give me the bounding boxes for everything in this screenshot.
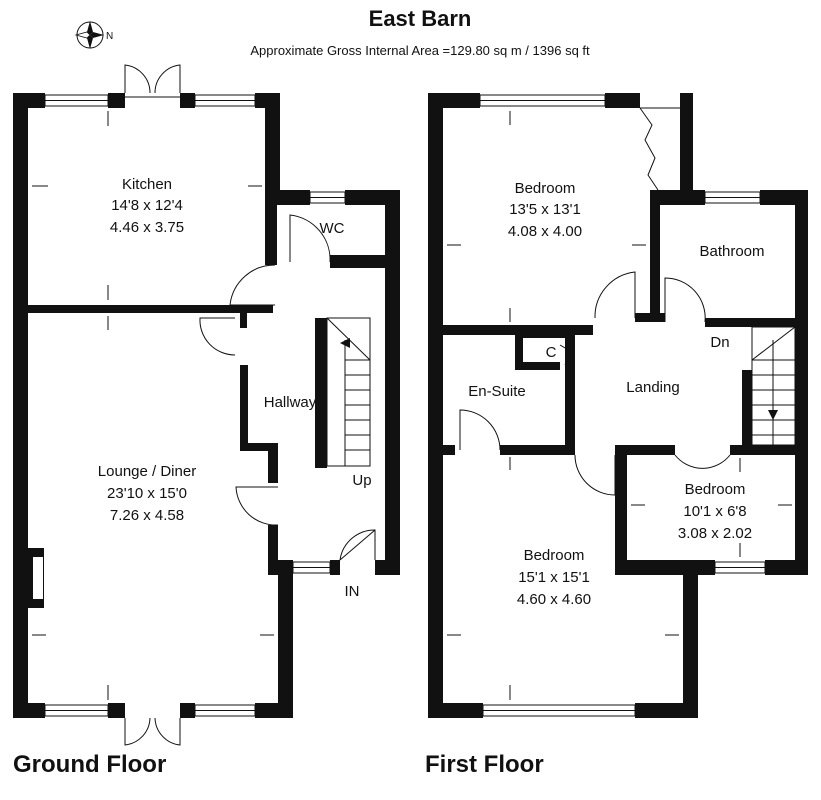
- bedroom-rear-name: Bedroom: [515, 180, 576, 197]
- entrance-label: IN: [345, 583, 360, 600]
- ground-stairs: [326, 317, 371, 467]
- ground-floor-title: Ground Floor: [13, 751, 166, 778]
- cupboard-label: C: [546, 344, 557, 361]
- wc-name: WC: [320, 220, 345, 237]
- bedroom-front-name: Bedroom: [524, 547, 585, 564]
- wc-door: [289, 214, 331, 263]
- plan-title: East Barn: [369, 6, 472, 31]
- ensuite-name: En-Suite: [468, 383, 526, 400]
- landing-name: Landing: [626, 379, 679, 396]
- bedroom-small-imperial: 10'1 x 6'8: [683, 503, 746, 520]
- kitchen-metric: 4.46 x 3.75: [110, 219, 184, 236]
- bedroom-rear-metric: 4.08 x 4.00: [508, 223, 582, 240]
- lounge-imperial: 23'10 x 15'0: [107, 485, 187, 502]
- lounge-metric: 7.26 x 4.58: [110, 507, 184, 524]
- bedroom-rear-imperial: 13'5 x 13'1: [509, 201, 581, 218]
- first-floor-title: First Floor: [425, 751, 544, 778]
- kitchen-imperial: 14'8 x 12'4: [111, 197, 183, 214]
- compass-icon: [74, 21, 104, 49]
- lounge-name: Lounge / Diner: [98, 463, 196, 480]
- bedroom-small-metric: 3.08 x 2.02: [678, 525, 752, 542]
- hallway-name: Hallway: [264, 394, 317, 411]
- stairs-down-label: Dn: [710, 334, 729, 351]
- kitchen-name: Kitchen: [122, 176, 172, 193]
- first-floor-plan: Bedroom 13'5 x 13'1 4.08 x 4.00 Bathroom…: [425, 93, 808, 778]
- bedroom-small-name: Bedroom: [685, 481, 746, 498]
- area-subtitle: Approximate Gross Internal Area =129.80 …: [250, 43, 590, 58]
- bedroom-front-imperial: 15'1 x 15'1: [518, 569, 590, 586]
- bedroom-front-metric: 4.60 x 4.60: [517, 591, 591, 608]
- ground-floor-plan: Kitchen 14'8 x 12'4 4.46 x 3.75 WC Hallw…: [13, 64, 400, 778]
- fireplace: [28, 548, 44, 608]
- first-floor-stairs: [751, 326, 796, 446]
- bathroom-name: Bathroom: [699, 243, 764, 260]
- entrance-door: [339, 529, 376, 561]
- stairs-up-label: Up: [352, 472, 371, 489]
- compass-north-label: N: [106, 31, 113, 42]
